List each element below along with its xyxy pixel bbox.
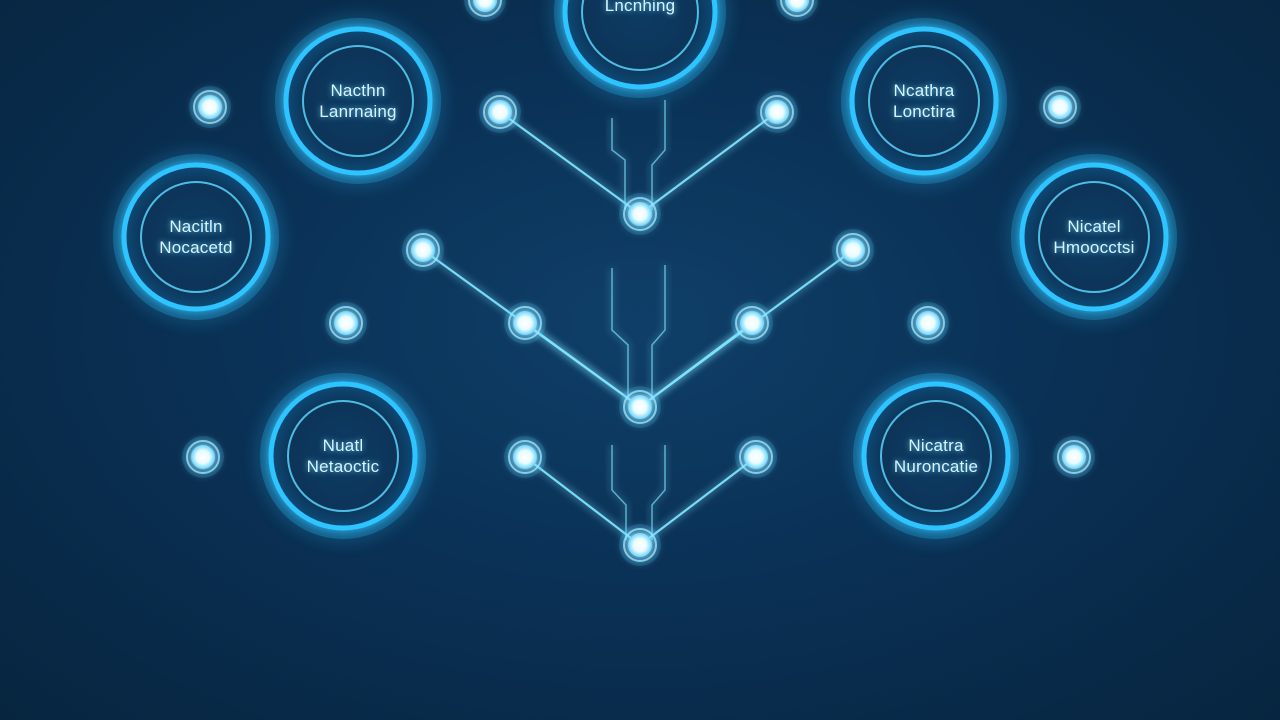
node-lower-left-outer-ring xyxy=(186,440,220,474)
hub-ring-upper-left-inner-ring xyxy=(302,45,414,157)
hub-ring-upper-left-outer-ring xyxy=(283,26,433,176)
node-upper-right-outer xyxy=(1048,95,1072,119)
circuit-trace-2 xyxy=(651,100,666,210)
hub-label-top-line-1: Lncnhing xyxy=(604,0,676,15)
hub-label-middle-left-line-2: Nocacetd xyxy=(159,238,233,257)
circuit-trace-4 xyxy=(651,265,666,400)
hub-label-middle-left: Nacitln Nocacetd xyxy=(126,207,266,267)
connector-lines xyxy=(202,38,1075,720)
hub-ring-top-outer-glow xyxy=(554,0,726,98)
circuit-trace-6 xyxy=(651,445,666,540)
hub-ring-middle-right-outer-glow xyxy=(1011,154,1177,320)
node-upper-right-inner-ring xyxy=(760,95,794,129)
node-middle-left-inner-ring xyxy=(406,233,440,267)
node-middle-right-inner-ring xyxy=(836,233,870,267)
hub-ring-lower-left-outer-ring xyxy=(268,381,418,531)
hub-ring-lower-right-outer-glow xyxy=(853,373,1019,539)
hub-ring-lower-left-inner-ring xyxy=(287,400,399,512)
node-junction-3-ring xyxy=(623,528,657,562)
hub-ring-top-outer-ring xyxy=(562,0,718,90)
hub-ring-middle-left-inner-ring xyxy=(140,181,252,293)
branch-line-7 xyxy=(523,455,642,547)
branch-line-5 xyxy=(523,321,642,409)
node-upper-left-outer-ring xyxy=(193,90,227,124)
hub-ring-lower-right-outer-ring xyxy=(861,381,1011,531)
hub-label-lower-right: Nicatra Nuroncatie xyxy=(866,426,1006,486)
circuit-trace-3 xyxy=(611,268,629,400)
hub-label-lower-left: Nuatl Netaoctic xyxy=(273,426,413,486)
hub-label-middle-right-line-2: Hmoocctsi xyxy=(1053,238,1135,257)
hub-ring-lower-right-inner-ring xyxy=(880,400,992,512)
hub-label-middle-right: Nicatel Hmoocctsi xyxy=(1024,207,1164,267)
node-junction-2 xyxy=(628,395,652,419)
node-row3-right-outer-ring xyxy=(911,306,945,340)
hub-ring-top-inner-ring xyxy=(581,0,699,71)
hub-ring-middle-left-outer-glow xyxy=(113,154,279,320)
branch-line-6 xyxy=(638,321,754,409)
circuit-trace-1 xyxy=(611,118,626,210)
node-row3-left-outer xyxy=(334,311,358,335)
hub-rings xyxy=(113,0,1177,539)
node-middle-right-inner xyxy=(841,238,865,262)
node-row3-left-outer-ring xyxy=(329,306,363,340)
node-lower-right-outer-ring xyxy=(1057,440,1091,474)
node-lower-left-inner-ring xyxy=(508,440,542,474)
node-upper-right-inner xyxy=(765,100,789,124)
hub-ring-upper-left-outer-glow xyxy=(275,18,441,184)
hub-ring-middle-left-outer-ring xyxy=(121,162,271,312)
node-lower-right-inner xyxy=(744,445,768,469)
node-top-left xyxy=(473,0,497,12)
node-lower-right-outer xyxy=(1062,445,1086,469)
hub-ring-lower-left-outer-glow xyxy=(260,373,426,539)
hub-ring-upper-right-outer-ring xyxy=(849,26,999,176)
node-junction-1-ring xyxy=(623,197,657,231)
node-lower-left-inner xyxy=(513,445,537,469)
circuit-trace-5 xyxy=(611,445,627,540)
hub-ring-upper-right-inner-ring xyxy=(868,45,980,157)
hub-label-top: Lncnhing xyxy=(570,0,710,35)
hub-label-upper-right: Ncathra Lonctira xyxy=(854,71,994,131)
node-row3-right-inner-ring xyxy=(735,306,769,340)
node-row3-right-inner xyxy=(740,311,764,335)
node-junction-1 xyxy=(628,202,652,226)
hub-ring-middle-right-outer-ring xyxy=(1019,162,1169,312)
hub-label-middle-left-line-1: Nacitln xyxy=(169,217,223,236)
hub-label-lower-right-line-1: Nicatra xyxy=(908,436,964,455)
node-middle-left-inner xyxy=(411,238,435,262)
hub-label-upper-left-line-1: Nacthn xyxy=(330,81,386,100)
node-junction-3 xyxy=(628,533,652,557)
branch-line-2 xyxy=(638,110,779,216)
branch-line-1 xyxy=(498,110,642,216)
hub-label-middle-right-line-1: Nicatel xyxy=(1067,217,1121,236)
hub-ring-upper-right-outer-glow xyxy=(841,18,1007,184)
node-top-right xyxy=(785,0,809,12)
node-upper-right-outer-ring xyxy=(1043,90,1077,124)
glowing-nodes xyxy=(182,0,1095,566)
node-lower-right-inner-ring xyxy=(739,440,773,474)
node-junction-2-ring xyxy=(623,390,657,424)
hub-label-lower-left-line-2: Netaoctic xyxy=(306,457,380,476)
hub-ring-middle-right-inner-ring xyxy=(1038,181,1150,293)
hub-label-upper-right-line-2: Lonctira xyxy=(892,102,956,121)
hub-label-upper-right-line-1: Ncathra xyxy=(893,81,955,100)
hub-label-lower-left-line-1: Nuatl xyxy=(322,436,364,455)
node-upper-left-inner xyxy=(488,100,512,124)
node-row3-left-inner-ring xyxy=(508,306,542,340)
node-row3-right-outer xyxy=(916,311,940,335)
branch-line-8 xyxy=(638,455,758,547)
hub-label-lower-right-line-2: Nuroncatie xyxy=(893,457,979,476)
node-upper-left-inner-ring xyxy=(483,95,517,129)
node-upper-left-outer xyxy=(198,95,222,119)
node-top-right-ring xyxy=(780,0,814,17)
node-top-left-ring xyxy=(468,0,502,17)
node-lower-left-outer xyxy=(191,445,215,469)
hub-label-upper-left-line-2: Lanrnaing xyxy=(319,102,397,121)
node-row3-left-inner xyxy=(513,311,537,335)
hub-label-upper-left: Nacthn Lanrnaing xyxy=(288,71,428,131)
